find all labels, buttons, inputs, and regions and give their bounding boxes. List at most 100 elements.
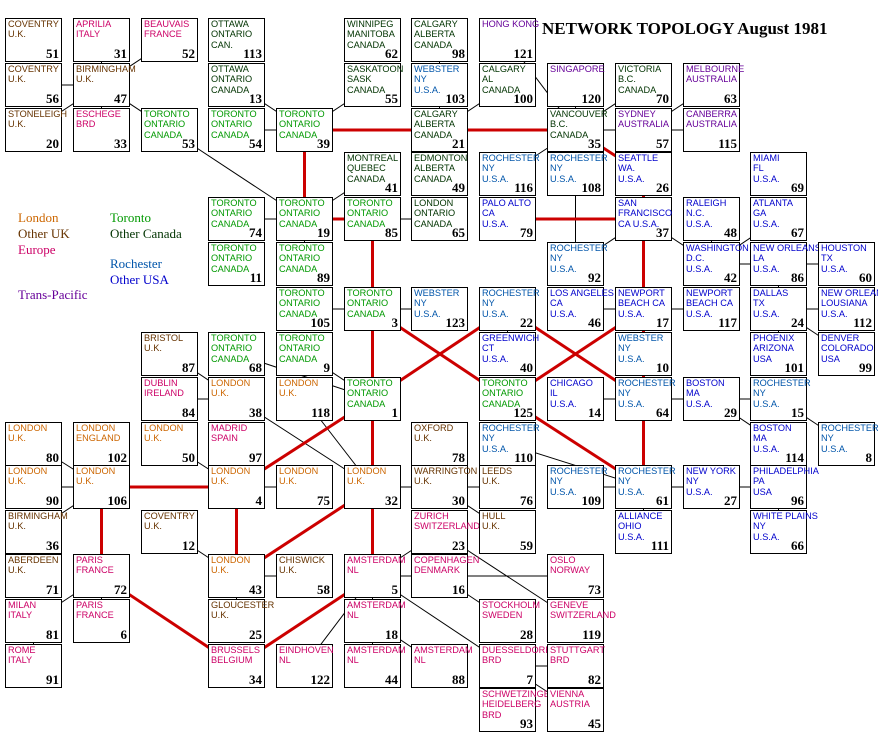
node-46[interactable]: LOS ANGELES CA U.S.A.46 — [547, 287, 614, 331]
node-4[interactable]: LONDON U.K.4 — [208, 465, 265, 509]
node-114[interactable]: BOSTON MA U.S.A.114 — [750, 422, 807, 466]
node-59[interactable]: HULL U.K.59 — [479, 510, 536, 554]
node-109[interactable]: ROCHESTER NY U.S.A.109 — [547, 465, 608, 509]
node-8[interactable]: ROCHESTER NY U.S.A.8 — [818, 422, 878, 466]
node-38[interactable]: LONDON U.K.38 — [208, 377, 265, 421]
node-26[interactable]: SEATTLE WA. U.S.A.26 — [615, 152, 672, 196]
node-42[interactable]: WASHINGTON D.C. U.S.A.42 — [683, 242, 749, 286]
node-17[interactable]: NEWPORT BEACH CA U.S.A.17 — [615, 287, 672, 331]
node-47[interactable]: BIRMINGHAM U.K.47 — [73, 63, 136, 107]
node-92[interactable]: ROCHESTER NY U.S.A.92 — [547, 242, 608, 286]
node-12[interactable]: COVENTRY U.K.12 — [141, 510, 198, 554]
node-90[interactable]: LONDON U.K.90 — [5, 465, 62, 509]
node-22[interactable]: ROCHESTER NY U.S.A.22 — [479, 287, 540, 331]
node-111[interactable]: ALLIANCE OHIO U.S.A.111 — [615, 510, 672, 554]
node-51[interactable]: COVENTRY U.K.51 — [5, 18, 62, 62]
node-64[interactable]: ROCHESTER NY U.S.A.64 — [615, 377, 676, 421]
node-29[interactable]: BOSTON MA U.S.A.29 — [683, 377, 740, 421]
node-118[interactable]: LONDON U.K.118 — [276, 377, 333, 421]
node-30[interactable]: WARRINGTON U.K.30 — [411, 465, 477, 509]
node-67[interactable]: ATLANTA GA U.S.A.67 — [750, 197, 807, 241]
node-75[interactable]: LONDON U.K.75 — [276, 465, 333, 509]
node-20[interactable]: STONELEIGH U.K.20 — [5, 108, 67, 152]
node-79[interactable]: PALO ALTO CA U.S.A.79 — [479, 197, 536, 241]
node-56[interactable]: COVENTRY U.K.56 — [5, 63, 62, 107]
node-117[interactable]: NEWPORT BEACH CA U.S.A.117 — [683, 287, 740, 331]
node-24[interactable]: DALLAS TX U.S.A.24 — [750, 287, 807, 331]
node-71[interactable]: ABERDEEN U.K.71 — [5, 554, 62, 598]
node-25[interactable]: GLOUCESTER U.K.25 — [208, 599, 274, 643]
node-69[interactable]: MIAMI FL U.S.A.69 — [750, 152, 807, 196]
node-58[interactable]: CHISWICK U.K.58 — [276, 554, 333, 598]
node-50[interactable]: LONDON U.K.50 — [141, 422, 198, 466]
node-66[interactable]: WHITE PLAINS NY U.S.A.66 — [750, 510, 818, 554]
node-80[interactable]: LONDON U.K.80 — [5, 422, 62, 466]
node-106[interactable]: LONDON U.K.106 — [73, 465, 130, 509]
node-112[interactable]: NEW ORLEANS LOUSIANA U.S.A.112 — [818, 287, 878, 331]
node-40[interactable]: GREENWICH CT U.S.A.40 — [479, 332, 539, 376]
node-123[interactable]: WEBSTER NY U.S.A.123 — [411, 287, 468, 331]
node-37[interactable]: SAN FRANCISCO CA U.S.A.37 — [615, 197, 672, 241]
node-27[interactable]: NEW YORK NY U.S.A.27 — [683, 465, 740, 509]
node-61[interactable]: ROCHESTER NY U.S.A.61 — [615, 465, 676, 509]
node-86[interactable]: NEW ORLEANS LA U.S.A.86 — [750, 242, 821, 286]
node-78[interactable]: OXFORD U.K.78 — [411, 422, 468, 466]
node-32[interactable]: LONDON U.K.32 — [344, 465, 401, 509]
node-113[interactable]: OTTAWA ONTARIO CAN.113 — [208, 18, 265, 62]
node-36[interactable]: BIRMINGHAM U.K.36 — [5, 510, 68, 554]
node-116[interactable]: ROCHESTER NY U.S.A.116 — [479, 152, 540, 196]
node-76[interactable]: LEEDS U.K.76 — [479, 465, 536, 509]
